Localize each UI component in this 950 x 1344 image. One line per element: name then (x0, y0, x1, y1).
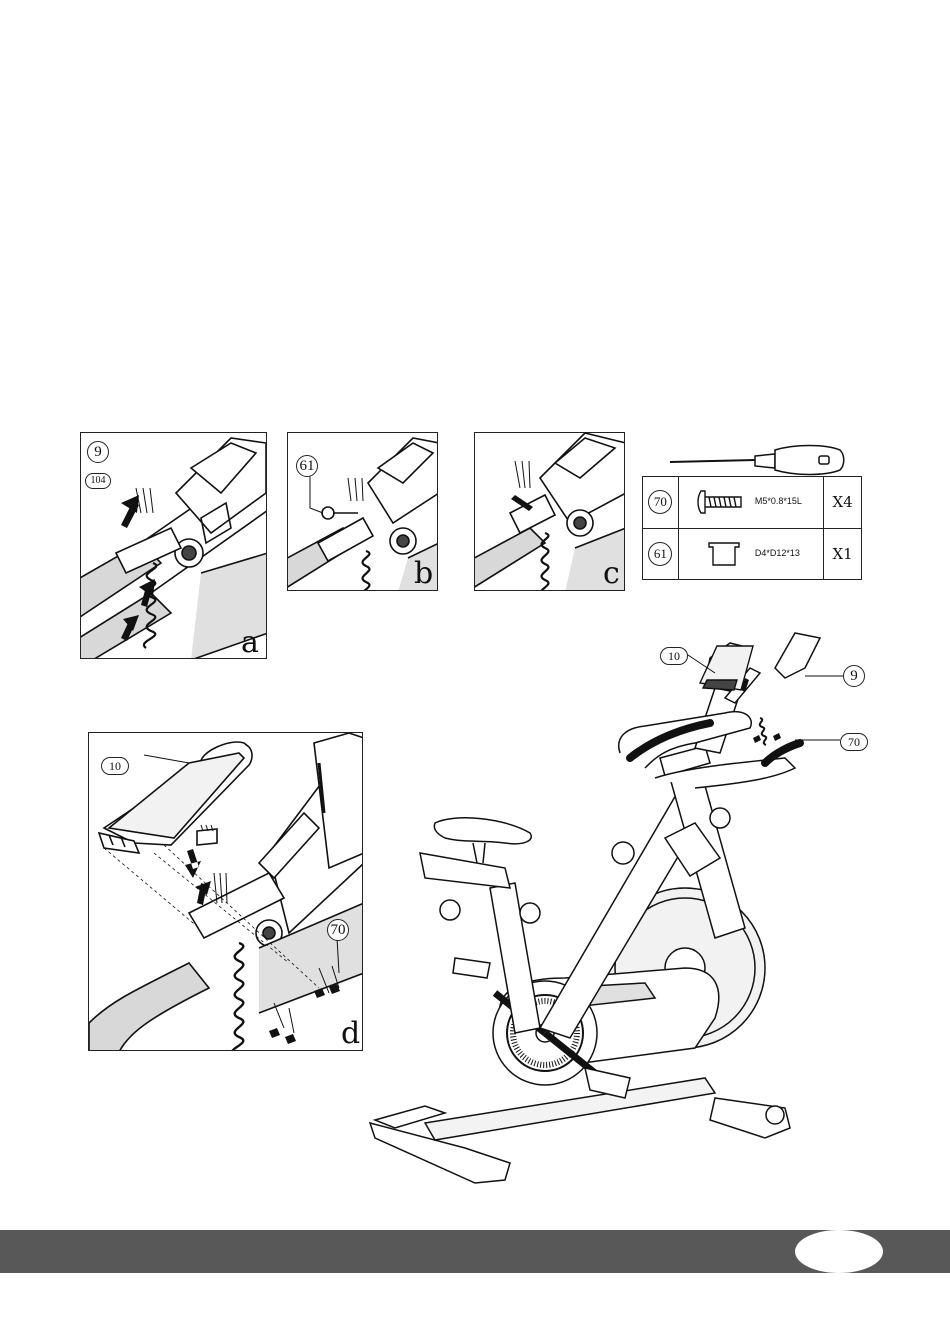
step-b-panel: 61 b (287, 432, 438, 591)
parts-table: 70 M5*0.8*15L X4 61 D4*D12*13 X1 (642, 476, 862, 580)
callout-part-70: 70 (327, 919, 349, 941)
screw-icon (697, 487, 757, 517)
step-d-letter: d (341, 1019, 360, 1049)
step-d-illustration (89, 733, 363, 1051)
step-a-panel: 9 104 a (80, 432, 267, 659)
step-c-letter: c (603, 559, 620, 589)
screwdriver-icon (665, 440, 865, 480)
part-qty: X1 (824, 528, 862, 580)
callout-part-9: 9 (87, 441, 109, 463)
parts-row: 61 D4*D12*13 X1 (643, 528, 862, 580)
step-b-letter: b (414, 559, 433, 589)
bike-callout-70: 70 (840, 733, 868, 751)
part-number: 61 (648, 542, 672, 566)
cap-icon (705, 537, 745, 571)
step-d-panel: 10 70 d (88, 732, 363, 1051)
part-qty: X4 (824, 477, 862, 529)
part-spec: D4*D12*13 (755, 548, 800, 558)
bike-callout-10: 10 (660, 647, 688, 665)
part-number: 70 (648, 490, 672, 514)
page-number-oval (795, 1230, 883, 1273)
parts-row: 70 M5*0.8*15L X4 (643, 477, 862, 529)
step-a-illustration (81, 433, 267, 659)
part-spec: M5*0.8*15L (755, 496, 802, 506)
callout-part-61: 61 (296, 455, 318, 477)
bike-callout-9: 9 (843, 665, 865, 687)
step-c-panel: c (474, 432, 625, 591)
callout-part-10: 10 (101, 757, 129, 775)
exercise-bike-illustration (365, 628, 865, 1188)
callout-part-104: 104 (85, 473, 111, 489)
step-a-letter: a (241, 628, 259, 658)
